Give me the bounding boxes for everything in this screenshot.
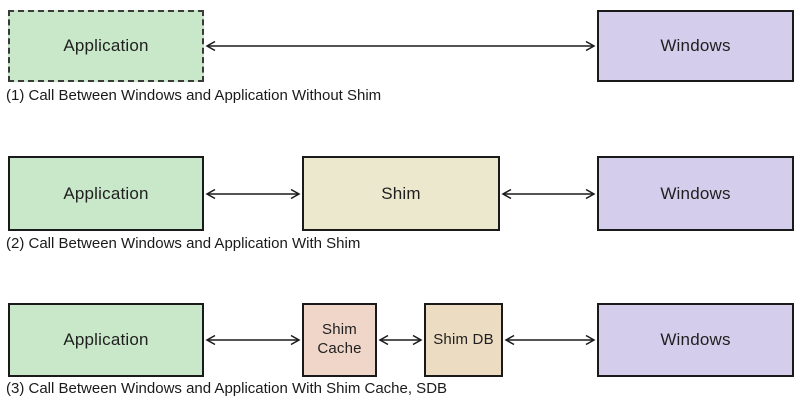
application-box-row3: Application bbox=[8, 303, 204, 377]
windows-label: Windows bbox=[660, 183, 731, 203]
arrow-shimdb-windows bbox=[504, 334, 596, 346]
caption-row2: (2) Call Between Windows and Application… bbox=[6, 235, 361, 252]
application-box-row1: Application bbox=[8, 10, 204, 82]
application-label: Application bbox=[63, 36, 149, 55]
shim-cache-label: Shim Cache bbox=[317, 321, 362, 357]
windows-box-row2: Windows bbox=[597, 156, 794, 231]
shim-label: Shim bbox=[381, 183, 421, 203]
windows-box-row1: Windows bbox=[597, 10, 794, 82]
arrow-shim-windows bbox=[501, 188, 596, 200]
shim-box: Shim bbox=[302, 156, 500, 231]
application-box-row2: Application bbox=[8, 156, 204, 231]
shim-db-label: Shim DB bbox=[433, 330, 494, 348]
arrow-application-windows bbox=[205, 40, 596, 52]
caption-row1: (1) Call Between Windows and Application… bbox=[6, 87, 382, 104]
application-label: Application bbox=[63, 183, 149, 203]
application-label: Application bbox=[63, 330, 149, 349]
windows-label: Windows bbox=[660, 36, 731, 55]
windows-label: Windows bbox=[660, 330, 731, 349]
windows-box-row3: Windows bbox=[597, 303, 794, 377]
arrow-shimcache-shimdb bbox=[378, 334, 423, 346]
arrow-application-shim bbox=[205, 188, 301, 200]
caption-row3: (3) Call Between Windows and Application… bbox=[6, 380, 448, 397]
shim-db-box: Shim DB bbox=[424, 303, 503, 377]
arrow-application-shimcache bbox=[205, 334, 301, 346]
shim-cache-box: Shim Cache bbox=[302, 303, 377, 377]
